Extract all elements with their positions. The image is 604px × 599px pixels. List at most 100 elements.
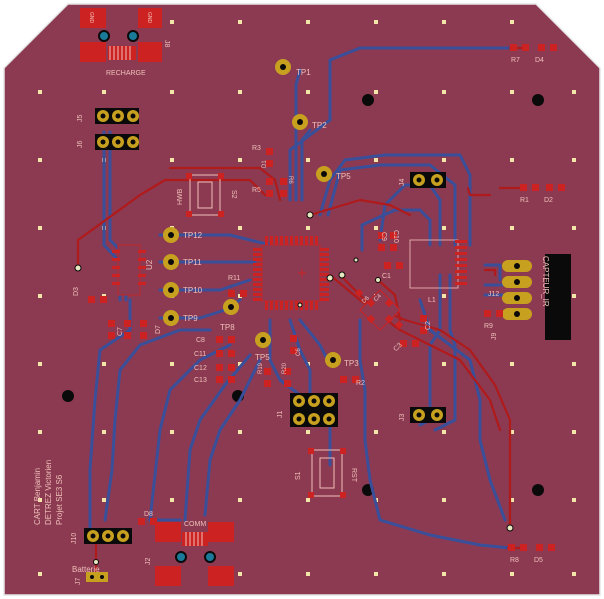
- j10-header[interactable]: J10: [71, 528, 132, 544]
- grid-marker: [238, 430, 242, 434]
- batterie-label: Batterie: [72, 565, 100, 574]
- tp11-pad: TP11: [163, 254, 202, 270]
- test-points[interactable]: TP1 TP2 TP5 TP12 TP11 TP10 TP9 TP8 TP5 T…: [163, 59, 359, 368]
- r2-label: R2: [356, 380, 365, 387]
- r1-label: R1: [520, 197, 529, 204]
- mcu-pin: [253, 268, 262, 271]
- tp10-pad: TP10: [163, 282, 203, 298]
- c13-label: C13: [194, 377, 207, 384]
- credit-line-1: CART Benjamin: [33, 468, 42, 525]
- j6-header[interactable]: J6: [77, 134, 139, 150]
- j5-header[interactable]: J5: [77, 108, 139, 124]
- mcu-chip[interactable]: [253, 236, 329, 310]
- j3-header[interactable]: J3: [399, 407, 446, 423]
- grid-marker: [170, 362, 174, 366]
- grid-marker: [374, 90, 378, 94]
- r11-label: R11: [228, 275, 240, 282]
- mcu-pin: [305, 236, 308, 245]
- mcu-pin: [305, 301, 308, 310]
- comm-label: COMM: [184, 521, 206, 528]
- grid-marker: [442, 90, 446, 94]
- mcu-pin: [320, 268, 329, 271]
- mcu-pin: [320, 283, 329, 286]
- grid-marker: [102, 90, 106, 94]
- grid-marker: [510, 430, 514, 434]
- designators: R7 D4 R1 D2 R8 D5 R9 R2 R3 R5 R6 R11 R19…: [73, 57, 553, 564]
- mcu-pin: [253, 298, 262, 301]
- mcu-pin: [320, 288, 329, 291]
- grid-marker: [374, 572, 378, 576]
- credits-silk: CART Benjamin DETREZ Victorien Projet SE…: [33, 460, 64, 525]
- grid-marker: [510, 90, 514, 94]
- rotated-chip[interactable]: [354, 288, 404, 331]
- grid-marker: [510, 20, 514, 24]
- grid-marker: [442, 362, 446, 366]
- vias: [74, 211, 514, 565]
- batterie-connector[interactable]: Batterie J7: [72, 565, 108, 585]
- c11-label: C11: [194, 351, 206, 358]
- mcu-pin: [315, 301, 318, 310]
- grid-marker: [572, 226, 576, 230]
- u2-label: U2: [145, 259, 154, 270]
- smd-components[interactable]: [88, 44, 565, 551]
- mcu-pin: [253, 288, 262, 291]
- grid-marker: [306, 226, 310, 230]
- comm-connector[interactable]: COMM J2: [145, 521, 234, 586]
- tp5-center-label: TP5: [255, 353, 270, 362]
- j1-header[interactable]: J1: [277, 393, 338, 427]
- d4-label: D4: [535, 57, 544, 64]
- tp10-label: TP10: [183, 286, 203, 295]
- grid-marker: [238, 20, 242, 24]
- l1-label: L1: [428, 297, 436, 304]
- tp3-label: TP3: [344, 359, 359, 368]
- capteur-ir-label: CAPTEUR_IR: [541, 256, 550, 307]
- mcu-pin: [320, 253, 329, 256]
- mcu-pin: [320, 278, 329, 281]
- u2-chip[interactable]: U2: [112, 244, 154, 296]
- capteur-ir-connector[interactable]: CAPTEUR_IR J12 J9: [488, 254, 571, 340]
- grid-marker: [102, 430, 106, 434]
- r3-label: R3: [252, 145, 261, 152]
- j8-gnd-label: GND: [88, 12, 94, 24]
- j3-label: J3: [399, 414, 406, 422]
- c10-label: C10: [392, 230, 399, 243]
- j4-header[interactable]: J4: [399, 172, 446, 188]
- grid-marker: [442, 498, 446, 502]
- c7-label: C7: [117, 327, 124, 336]
- grid-marker: [510, 226, 514, 230]
- grid-marker: [374, 430, 378, 434]
- mcu-pin: [320, 258, 329, 261]
- s1-reset-switch[interactable]: S1 RST: [295, 448, 357, 498]
- grid-marker: [374, 158, 378, 162]
- d5-label: D5: [534, 557, 543, 564]
- grid-marker: [306, 20, 310, 24]
- grid-marker: [306, 90, 310, 94]
- s2-label: S2: [230, 190, 237, 199]
- j8-recharge-connector[interactable]: RECHARGE J8 GND GND: [80, 8, 170, 77]
- l1-chip[interactable]: L1: [409, 239, 467, 304]
- mcu-pin: [320, 248, 329, 251]
- grid-marker: [170, 498, 174, 502]
- mcu-pin: [280, 301, 283, 310]
- grid-marker: [38, 90, 42, 94]
- mcu-pin: [295, 236, 298, 245]
- j8-label: J8: [163, 40, 170, 48]
- r7-label: R7: [511, 57, 520, 64]
- grid-marker: [572, 572, 576, 576]
- mcu-pin: [253, 293, 262, 296]
- grid-marker: [572, 294, 576, 298]
- mcu-pin: [253, 248, 262, 251]
- r6-label: R6: [287, 176, 293, 184]
- mcu-pin: [265, 236, 268, 245]
- grid-marker: [238, 90, 242, 94]
- mcu-pin: [280, 236, 283, 245]
- grid-marker: [442, 572, 446, 576]
- credit-line-2: DETREZ Victorien: [44, 460, 53, 525]
- mcu-pin: [320, 298, 329, 301]
- d8-label: D8: [144, 511, 153, 518]
- mcu-pin: [290, 236, 293, 245]
- c2-label: C2: [425, 321, 432, 330]
- mcu-pin: [253, 258, 262, 261]
- s2-hwb-switch[interactable]: HWB S2: [177, 173, 237, 217]
